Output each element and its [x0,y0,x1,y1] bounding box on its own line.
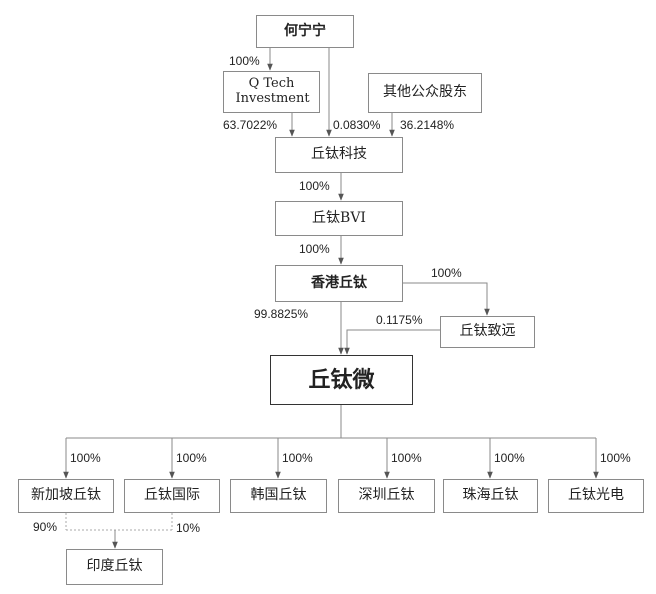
node-qiutai-guangdian: 丘钛光电 [548,479,644,513]
pct-wei-intl: 100% [176,451,207,465]
pct-wei-zh: 100% [494,451,525,465]
pct-hk-zhiyuan: 100% [431,266,462,280]
pct-he-qtech: 100% [229,54,260,68]
node-zhuhai-qiutai: 珠海丘钛 [443,479,538,513]
edge-zhiyuan-wei [344,329,440,355]
pct-intl-in: 10% [176,521,201,535]
node-qiutai-international: 丘钛国际 [124,479,220,513]
node-q-tech-investment: Q Tech Investment [223,71,320,113]
node-shenzhen-qiutai: 深圳丘钛 [338,479,435,513]
pct-he-keji: 0.0830% [333,118,381,132]
pct-wei-sz: 100% [391,451,422,465]
node-india-qiutai: 印度丘钛 [66,549,163,585]
node-hk-qiutai: 香港丘钛 [275,265,403,302]
pct-wei-sg: 100% [70,451,101,465]
node-qiutai-bvi: 丘钛BVI [275,201,403,236]
node-qiutai-keji: 丘钛科技 [275,137,403,173]
pct-keji-bvi: 100% [299,179,330,193]
pct-zhiyuan-wei: 0.1175% [376,313,423,327]
node-q-tech-investment-label: Q Tech Investment [235,76,310,106]
node-other-public-shareholders: 其他公众股东 [368,73,482,113]
node-he-ningning: 何宁宁 [256,15,354,48]
node-qiutai-wei: 丘钛微 [270,355,413,405]
node-singapore-qiutai: 新加坡丘钛 [18,479,114,513]
node-qiutai-zhiyuan: 丘钛致远 [440,316,535,348]
pct-bvi-hk: 100% [299,242,330,256]
node-korea-qiutai: 韩国丘钛 [230,479,327,513]
pct-wei-kr: 100% [282,451,313,465]
pct-qtech-keji: 63.7022% [223,118,278,132]
pct-wei-gd: 100% [600,451,631,465]
edge-hk-zhiyuan [403,282,490,316]
pct-sg-in: 90% [33,520,58,534]
pct-other-keji: 36.2148% [400,118,455,132]
pct-hk-wei: 99.8825% [254,307,309,321]
